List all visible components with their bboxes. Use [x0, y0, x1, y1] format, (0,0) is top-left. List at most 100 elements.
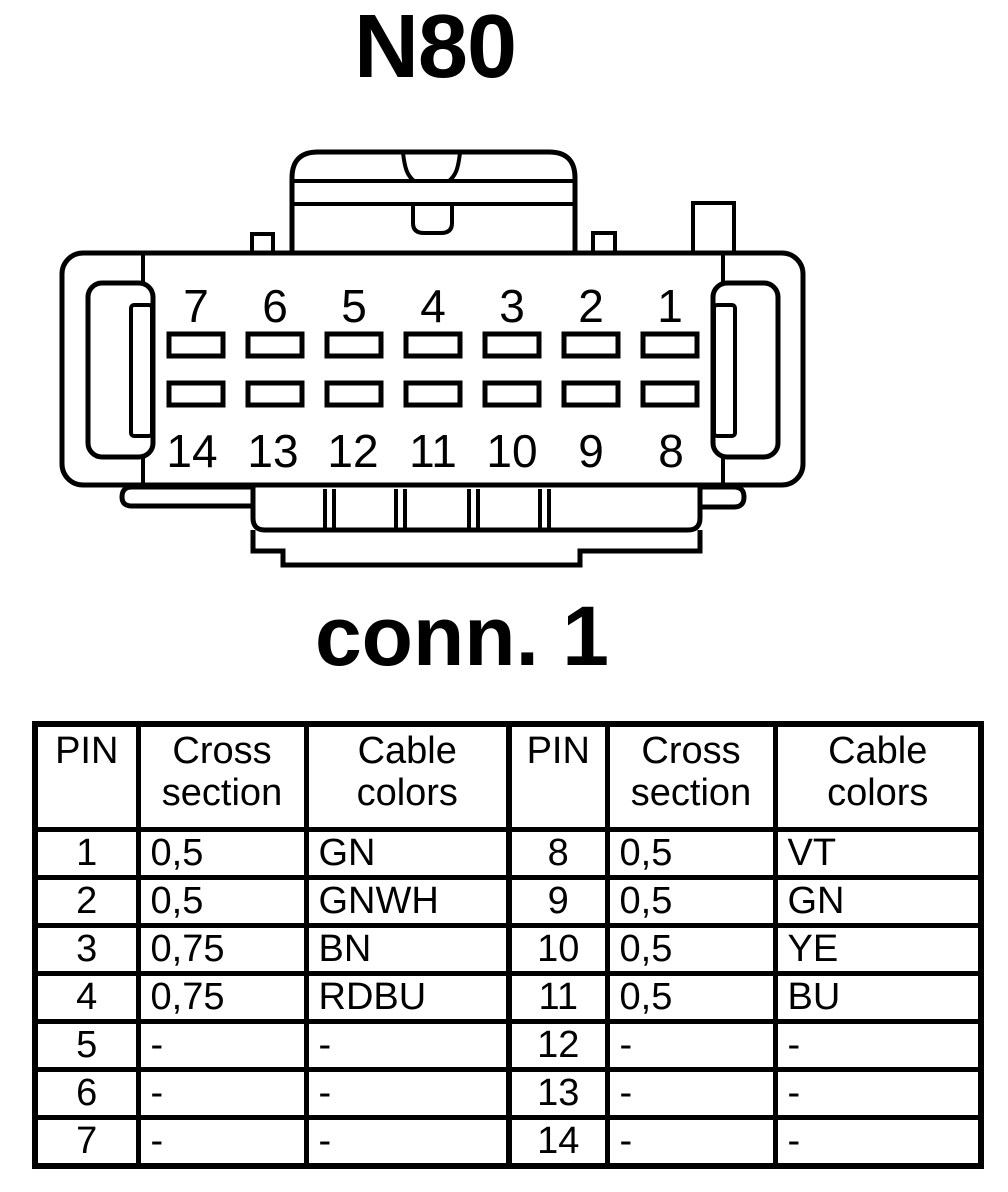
pin-number-label: 13 [247, 425, 298, 477]
cross-section-cell: 0,75 [135, 923, 309, 976]
right-rail-slot [712, 303, 737, 438]
cross-section-cell: 0,5 [135, 827, 309, 880]
key-tab-right [691, 201, 736, 255]
pin-cell: 2 [32, 875, 141, 928]
cross-section-cell: - [135, 1067, 309, 1120]
pin-cell: 8 [506, 827, 610, 880]
cross-section-cell: 0,5 [604, 875, 778, 928]
pin-slot [324, 331, 384, 359]
cable-color-cell: YE [772, 923, 984, 976]
cable-color-cell: BU [772, 971, 984, 1024]
pin-number-label: 8 [658, 425, 684, 477]
table-row: 7 - - 14 - - [32, 1115, 984, 1169]
pin-cell: 3 [32, 923, 141, 976]
skirt-right-tab [700, 484, 747, 510]
latch-funnel-right-line [447, 152, 462, 183]
cable-color-cell: - [303, 1019, 512, 1072]
table-row: 5 - - 12 - - [32, 1019, 984, 1072]
cable-color-cell: - [772, 1115, 984, 1169]
pin-cell: 7 [32, 1115, 141, 1169]
pin-cell: 1 [32, 827, 141, 880]
key-bump-right [591, 231, 617, 255]
skirt-segmented-strip [250, 487, 703, 533]
pin-cell: 11 [506, 971, 610, 1024]
cable-color-cell: VT [772, 827, 984, 880]
housing-outline [59, 250, 806, 488]
header-pin-left: PIN [32, 721, 141, 832]
left-rail [85, 280, 156, 460]
table-row: 4 0,75 RDBU 11 0,5 BU [32, 971, 984, 1024]
header-cable-colors-left: Cable colors [303, 721, 512, 832]
pin-cell: 9 [506, 875, 610, 928]
connector-caption: conn. 1 [314, 589, 610, 683]
pin-number-label: 4 [420, 280, 446, 332]
page-title: N80 [353, 0, 517, 97]
header-cable-colors-right: Cable colors [772, 721, 984, 832]
pin-slot [640, 331, 700, 359]
cross-section-cell: 0,5 [604, 923, 778, 976]
cross-section-cell: 0,5 [135, 875, 309, 928]
cable-color-cell: GNWH [303, 875, 512, 928]
cross-section-cell: 0,75 [135, 971, 309, 1024]
pin-cell: 10 [506, 923, 610, 976]
skirt-left-tab [119, 484, 253, 509]
pin-number-label: 6 [262, 280, 288, 332]
pin-slot [166, 331, 226, 359]
cross-section-cell: 0,5 [604, 827, 778, 880]
pin-cell: 6 [32, 1067, 141, 1120]
cable-color-cell: - [772, 1019, 984, 1072]
cross-section-cell: - [135, 1019, 309, 1072]
header-cross-section-left: Cross section [135, 721, 309, 832]
pin-slot [482, 331, 542, 359]
latch-outline [289, 149, 578, 253]
skirt-bottom-step [250, 530, 703, 568]
pin-cell: 14 [506, 1115, 610, 1169]
cross-section-cell: 0,5 [604, 971, 778, 1024]
table-row: 2 0,5 GNWH 9 0,5 GN [32, 875, 984, 928]
pin-slot [561, 331, 621, 359]
cable-color-cell: GN [772, 875, 984, 928]
cross-section-cell: - [604, 1115, 778, 1169]
pin-cell: 5 [32, 1019, 141, 1072]
pin-slot [245, 331, 305, 359]
pin-number-label: 7 [183, 280, 209, 332]
pin-cell: 4 [32, 971, 141, 1024]
pin-slot [403, 331, 463, 359]
pin-cell: 13 [506, 1067, 610, 1120]
pin-slot [482, 380, 542, 408]
pin-cell: 12 [506, 1019, 610, 1072]
latch-funnel-left-line [401, 152, 416, 183]
cross-section-cell: - [604, 1019, 778, 1072]
header-pin-right: PIN [506, 721, 610, 832]
pin-number-label: 10 [486, 425, 537, 477]
cable-color-cell: RDBU [303, 971, 512, 1024]
pin-number-label: 12 [327, 425, 378, 477]
cable-color-cell: GN [303, 827, 512, 880]
cross-section-cell: - [135, 1115, 309, 1169]
table-row: 3 0,75 BN 10 0,5 YE [32, 923, 984, 976]
connector-diagram: 7 6 5 4 3 2 1 14 13 12 11 10 9 8 [59, 149, 806, 568]
pin-number-label: 11 [409, 425, 457, 477]
pin-number-label: 5 [341, 280, 367, 332]
cross-section-cell: - [604, 1067, 778, 1120]
table-header-row: PIN Cross section Cable colors PIN Cross… [32, 721, 984, 832]
latch-lock-tab [411, 205, 454, 235]
left-rail-slot [129, 303, 154, 438]
right-rail [710, 280, 781, 460]
cable-color-cell: - [772, 1067, 984, 1120]
table-row: 1 0,5 GN 8 0,5 VT [32, 827, 984, 880]
pin-number-label: 3 [499, 280, 525, 332]
cable-color-cell: - [303, 1067, 512, 1120]
pin-slot [245, 380, 305, 408]
pin-number-label: 1 [657, 280, 683, 332]
pin-slot [561, 380, 621, 408]
pin-slot [324, 380, 384, 408]
pin-slot [640, 380, 700, 408]
header-cross-section-right: Cross section [604, 721, 778, 832]
pin-table: PIN Cross section Cable colors PIN Cross… [32, 721, 984, 1169]
pin-slot [166, 380, 226, 408]
table-row: 6 - - 13 - - [32, 1067, 984, 1120]
key-bump-left [250, 232, 275, 255]
cable-color-cell: - [303, 1115, 512, 1169]
